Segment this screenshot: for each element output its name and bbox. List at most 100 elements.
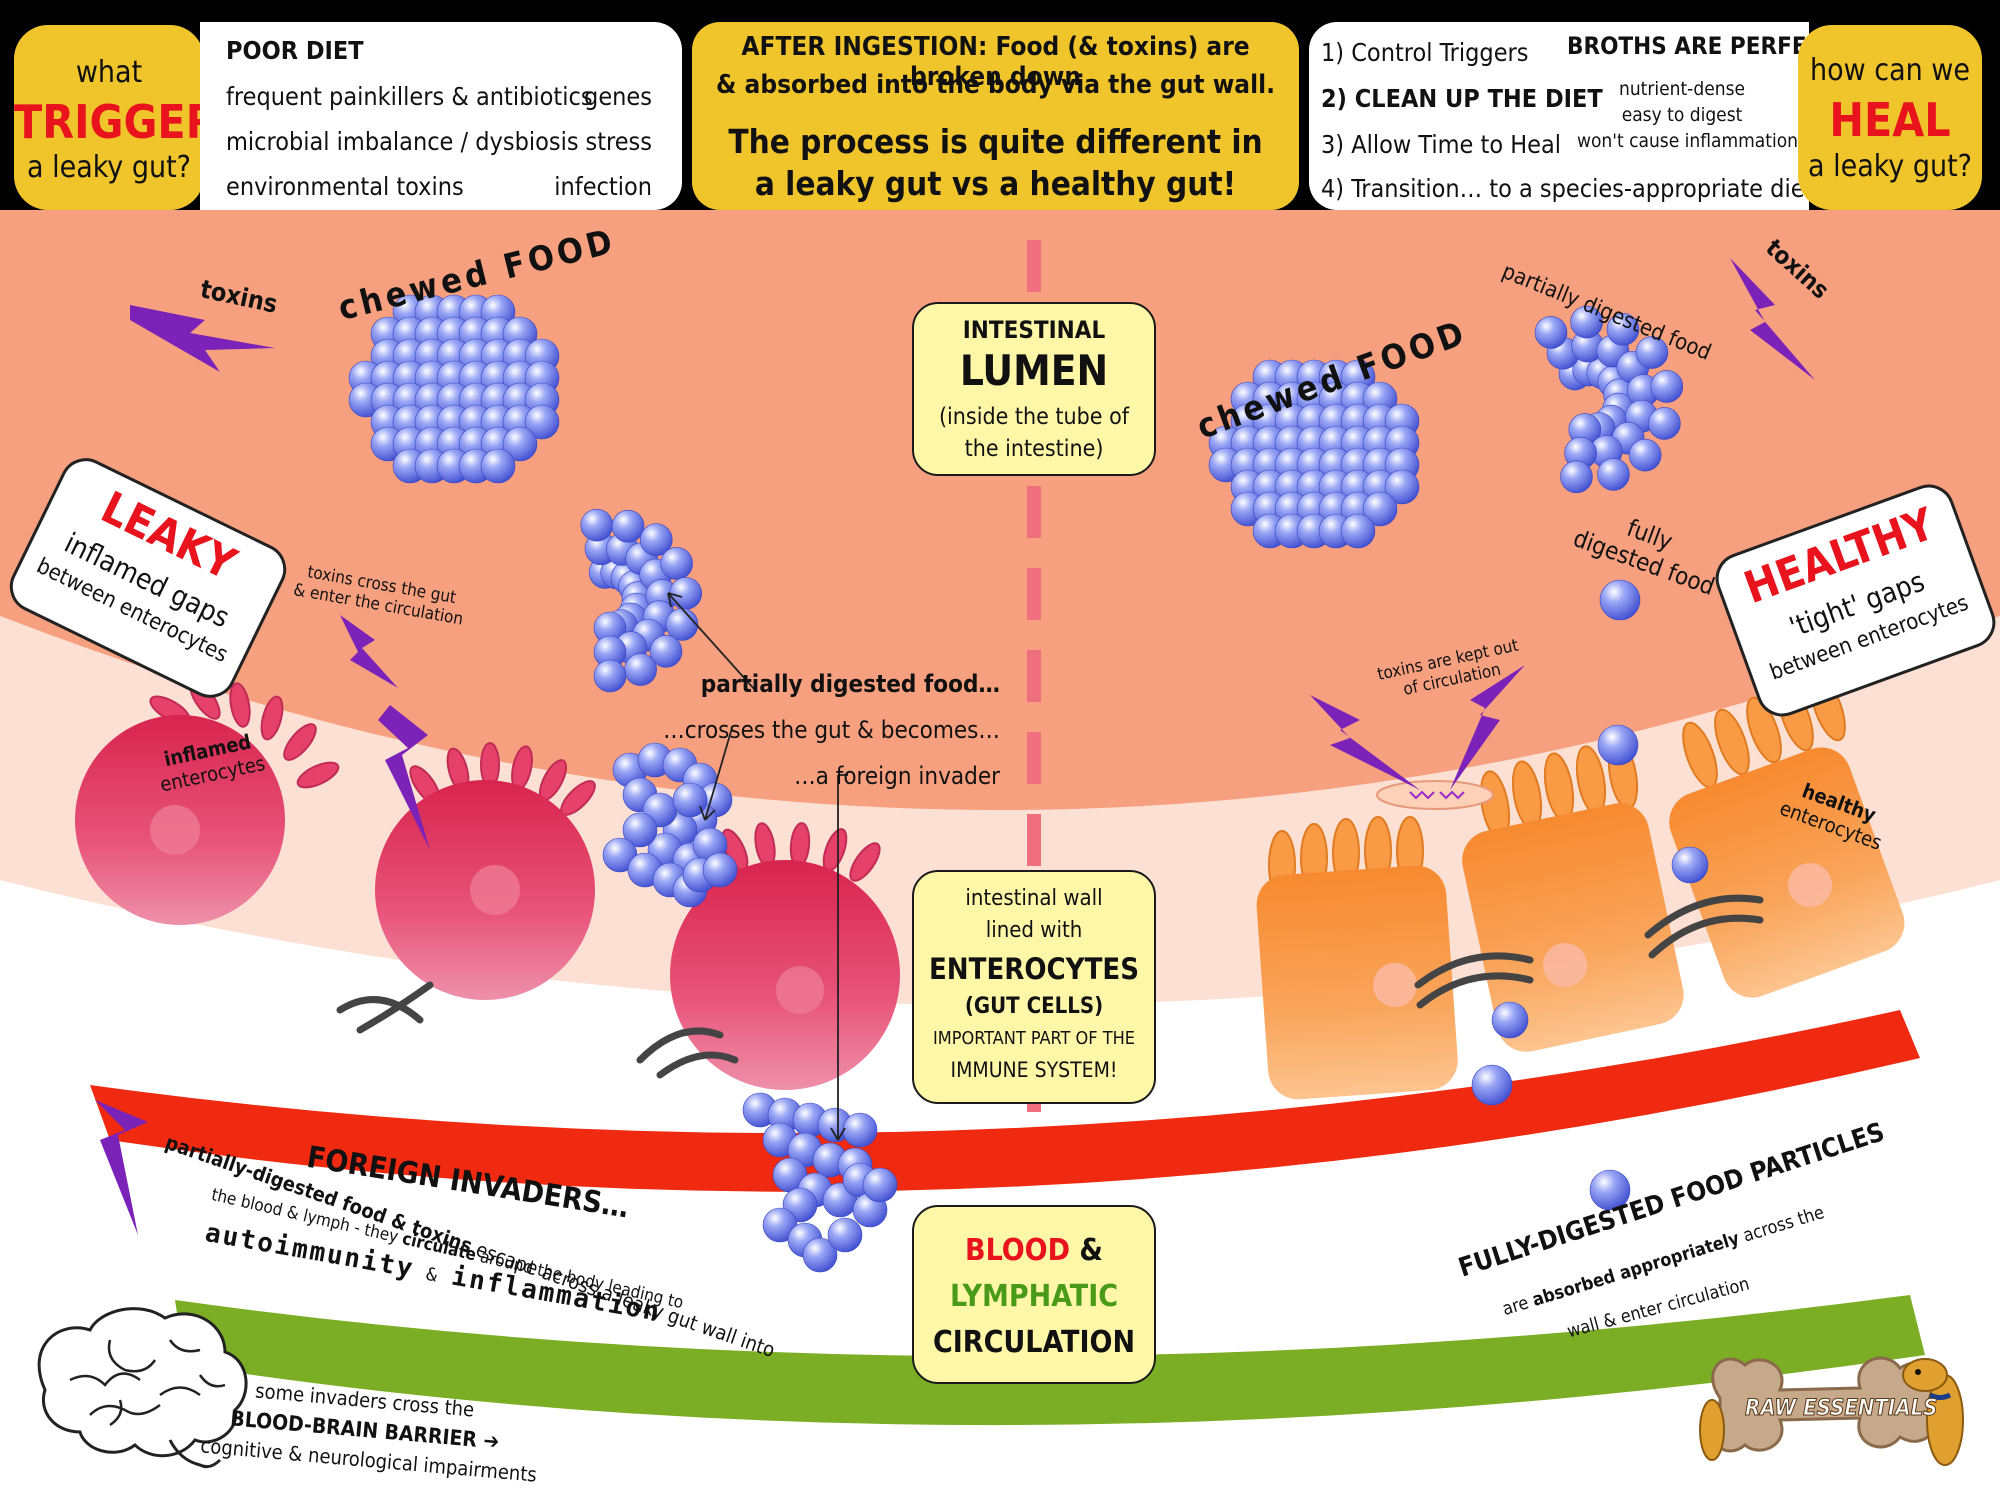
ingestion-line2: & absorbed into the body via the gut wal… <box>716 70 1275 100</box>
food-particle <box>580 508 614 542</box>
wall-line4: (GUT CELLS) <box>964 994 1104 1019</box>
lightning-bolt-icon <box>340 615 398 688</box>
causes-title: POOR DIET <box>226 36 364 65</box>
food-particle <box>622 812 658 848</box>
lumen-line3: (inside the tube of <box>938 404 1130 430</box>
toxin-bolts <box>95 258 1815 1235</box>
cause-item: microbial imbalance / dysbiosis <box>226 127 579 156</box>
food-particle <box>1635 336 1669 369</box>
cause-item: frequent painkillers & antibiotics <box>226 82 593 111</box>
wall-title: ENTEROCYTES <box>928 952 1139 986</box>
triggers-line3: a leaky gut? <box>26 150 191 185</box>
steps-box: 1) Control Triggers 2) CLEAN UP THE DIET… <box>1309 22 1847 210</box>
step-item: 1) Control Triggers <box>1321 38 1529 67</box>
healthy-enterocyte-3 <box>1669 674 1905 998</box>
food-particle <box>1534 316 1568 349</box>
food-particle <box>1597 458 1630 491</box>
partial-label-2: …crosses the gut & becomes… <box>663 716 1000 744</box>
food-particle <box>624 653 657 686</box>
food-particle <box>669 577 703 610</box>
food-particle <box>842 1112 878 1148</box>
cause-item: infection <box>554 172 652 201</box>
blood-amp: & <box>1070 1233 1103 1268</box>
food-particle <box>665 608 699 641</box>
food-layer <box>348 294 1709 1273</box>
healthy-enterocyte-2 <box>1462 740 1684 1052</box>
cause-item: genes <box>584 82 652 111</box>
brain-icon <box>37 1307 248 1469</box>
food-particle <box>802 1237 838 1273</box>
food-particle <box>1340 513 1376 549</box>
food-particle <box>611 509 645 543</box>
lightning-bolt-icon <box>1730 258 1815 380</box>
food-particle <box>672 782 708 818</box>
food-particle <box>1570 305 1603 339</box>
ingestion-line1: AFTER INGESTION: Food (& toxins) are bro… <box>741 32 1250 92</box>
wall-line6: IMMUNE SYSTEM! <box>950 1058 1118 1082</box>
food-particle <box>1648 407 1681 440</box>
ingestion-pill: AFTER INGESTION: Food (& toxins) are bro… <box>692 22 1299 210</box>
food-particle <box>524 404 560 440</box>
sealed-barrier <box>1376 780 1494 810</box>
food-particle <box>1650 370 1684 403</box>
food-particle <box>862 1167 898 1203</box>
step-item: 4) Transition… to a species-appropriate … <box>1321 174 1814 203</box>
blood-word: BLOOD <box>965 1233 1071 1268</box>
triggers-keyword: TRIGGERS <box>14 95 248 149</box>
food-particle <box>1384 469 1420 505</box>
ingestion-line4: a leaky gut vs a healthy gut! <box>754 164 1237 203</box>
partial-label-1: partially digested food… <box>700 670 1000 698</box>
wall-line5: IMPORTANT PART OF THE <box>932 1028 1136 1049</box>
partial-label-3: …a foreign invader <box>794 762 1000 790</box>
wall-line2: lined with <box>985 918 1083 943</box>
food-particle <box>1671 846 1709 884</box>
lightning-bolt-icon <box>95 1100 148 1235</box>
food-particle <box>702 852 738 888</box>
ingestion-line3: The process is quite different in <box>728 122 1263 161</box>
logo-text: RAW ESSENTIALS <box>1744 1396 1938 1422</box>
tight-junctions <box>1414 894 1764 1009</box>
lightning-bolt-icon <box>1310 695 1420 790</box>
dog-mascot-icon <box>1699 1358 1964 1466</box>
food-particle <box>1362 491 1398 527</box>
blood-band <box>90 1010 1920 1192</box>
food-particle <box>1491 1001 1529 1039</box>
lumen-title: LUMEN <box>959 346 1109 395</box>
food-particle <box>1599 579 1641 621</box>
food-particle <box>1560 460 1593 494</box>
arrow-icon <box>667 592 756 691</box>
step-item: 3) Allow Time to Heal <box>1321 130 1562 159</box>
step-item: 2) CLEAN UP THE DIET <box>1321 84 1603 113</box>
food-particle <box>649 635 683 668</box>
food-particle <box>1628 438 1662 472</box>
lumen-line4: the intestine) <box>964 436 1104 462</box>
food-particle <box>593 659 627 693</box>
raw-essentials-logo <box>1699 1356 1964 1466</box>
wall-line1: intestinal wall <box>965 886 1103 911</box>
inflamed-enterocyte-1 <box>75 680 340 925</box>
lumen-box: INTESTINAL LUMEN (inside the tube of the… <box>912 302 1156 476</box>
heal-pill: how can we HEAL a leaky gut? <box>1798 25 1982 210</box>
heal-keyword: HEAL <box>1829 93 1951 147</box>
food-particle <box>1606 313 1640 346</box>
cause-item: environmental toxins <box>226 172 464 201</box>
lightning-bolt-icon <box>378 705 430 850</box>
heal-line1: how can we <box>1809 53 1970 88</box>
broths-note: won't cause inflammation <box>1577 130 1799 152</box>
food-particle <box>639 523 673 557</box>
food-particle <box>1597 724 1639 766</box>
circulation-word: CIRCULATION <box>932 1325 1136 1360</box>
blood-line1: BLOOD & <box>914 1233 1154 1268</box>
food-particle <box>827 1217 863 1253</box>
food-particle <box>502 426 538 462</box>
food-particle <box>660 547 693 580</box>
heal-line3: a leaky gut? <box>1807 149 1972 184</box>
arrow-icon <box>704 727 733 821</box>
cause-item: stress <box>585 127 652 156</box>
broths-note: nutrient-dense <box>1618 78 1745 100</box>
wall-box: intestinal wall lined with ENTEROCYTES (… <box>912 870 1156 1104</box>
triggers-pill: what TRIGGERS a leaky gut? <box>14 25 248 210</box>
causes-box: POOR DIET frequent painkillers & antibio… <box>200 22 682 210</box>
triggers-line1: what <box>75 55 143 90</box>
